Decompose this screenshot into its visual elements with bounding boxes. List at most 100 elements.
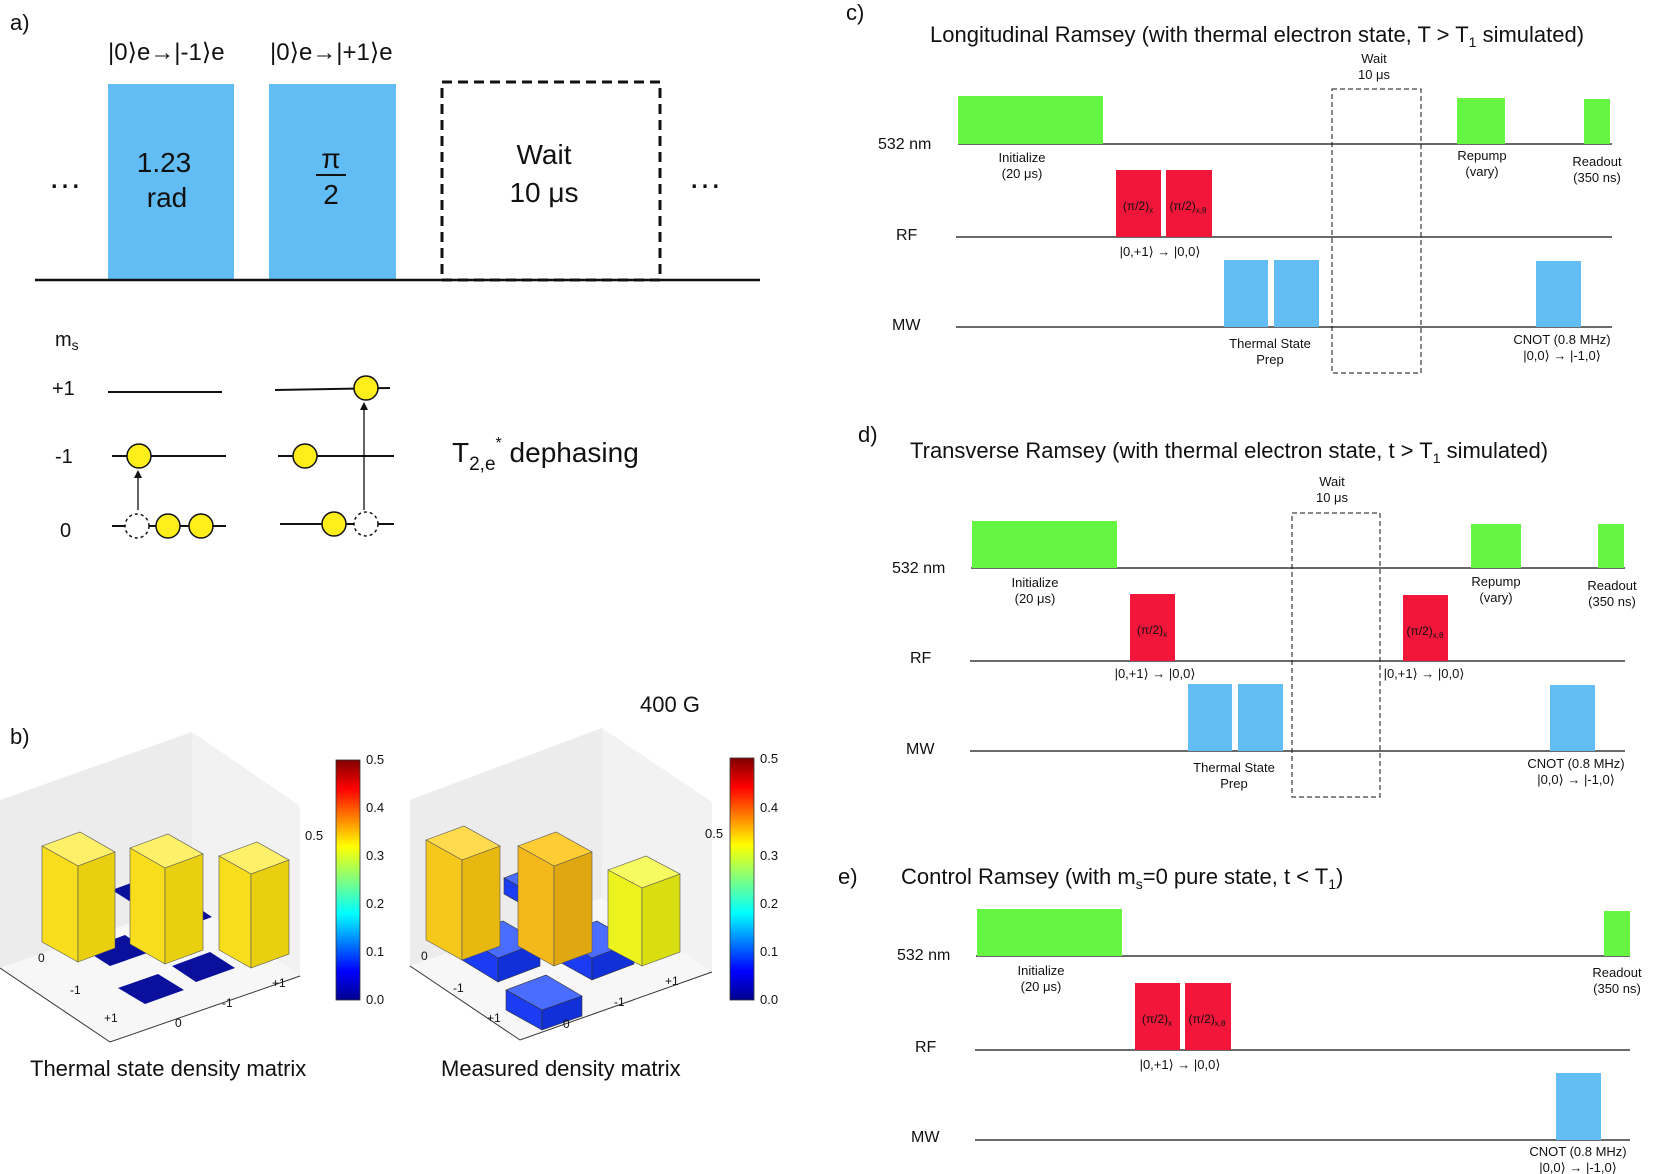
d-readout-label: Readout xyxy=(1587,578,1637,593)
c-rf-pulse-xtheta xyxy=(1166,170,1212,237)
tick-left-0: 0 xyxy=(38,951,45,965)
d-initialize-pulse xyxy=(972,521,1117,568)
d-cnot-transition: |0,0⟩ → |-1,0⟩ xyxy=(1537,772,1615,787)
population-right-0 xyxy=(321,511,347,537)
d-repump-pulse xyxy=(1471,524,1521,568)
tick-bottom-plus1: +1 xyxy=(272,976,286,990)
measured-density-plot: 0.5 0 -1 +1 0 -1 +1 xyxy=(409,728,723,1041)
cb-right-tick-1: 0.1 xyxy=(760,944,778,959)
d-row-rf: RF xyxy=(910,650,932,667)
panel-c-title: Longitudinal Ramsey (with thermal electr… xyxy=(930,22,1584,50)
e-initialize-label: Initialize xyxy=(1018,963,1065,978)
ellipsis-right: … xyxy=(688,158,722,196)
tick-bottom-minus1: -1 xyxy=(222,996,233,1010)
d-wait-box xyxy=(1291,512,1381,798)
e-row-mw: MW xyxy=(911,1129,940,1146)
level-label-plus1: +1 xyxy=(52,378,75,400)
caption-measured: Measured density matrix xyxy=(441,1056,681,1081)
colorbar-left-ramp xyxy=(335,759,361,1001)
panel-e-label: e) xyxy=(838,864,858,889)
pulse2-numerator: π xyxy=(321,143,340,174)
ms-label: ms xyxy=(55,329,79,353)
d-rf-pulse-x-label: (π/2)x xyxy=(1137,623,1167,639)
colorbar-left: 0.0 0.1 0.2 0.3 0.4 0.5 xyxy=(335,752,384,1007)
c-wait-label: Wait xyxy=(1361,51,1387,66)
d-row-mw: MW xyxy=(906,741,935,758)
d-thermal-prep-label: Thermal State xyxy=(1193,760,1275,775)
panel-e: e) Control Ramsey (with ms=0 pure state,… xyxy=(838,864,1642,1174)
tick-bottom-0: 0 xyxy=(175,1016,182,1030)
c-repump-pulse xyxy=(1457,98,1505,144)
e-readout-duration: (350 ns) xyxy=(1593,981,1641,996)
population-plus1 xyxy=(353,375,379,401)
c-readout-duration: (350 ns) xyxy=(1573,170,1621,185)
d-cnot-pulse xyxy=(1550,685,1595,751)
d-repump-note: (vary) xyxy=(1479,590,1512,605)
offdiag-tile xyxy=(172,952,235,982)
panel-a-label: a) xyxy=(10,10,30,35)
cb-right-tick-0: 0.0 xyxy=(760,992,778,1007)
c-initialize-pulse xyxy=(958,96,1103,144)
c-rf-pulse-x-label: (π/2)x xyxy=(1123,199,1153,215)
d-initialize-duration: (20 μs) xyxy=(1015,591,1056,606)
level-label-0: 0 xyxy=(60,520,71,542)
bar-blue-4 xyxy=(505,974,583,1031)
tick-left-plus1: +1 xyxy=(104,1011,118,1025)
cb-left-tick-3: 0.3 xyxy=(366,848,384,863)
panel-a: a) |0⟩e→|-1⟩e |0⟩e→|+1⟩e 1.23 rad π 2 Wa… xyxy=(10,10,760,542)
panel-c-label: c) xyxy=(846,0,864,25)
panel-d-title: Transverse Ramsey (with thermal electron… xyxy=(910,438,1548,466)
c-readout-pulse xyxy=(1584,99,1610,144)
d-rf-transition-1: |0,+1⟩ → |0,0⟩ xyxy=(1115,666,1196,681)
c-wait-duration: 10 μs xyxy=(1358,67,1391,82)
pulse1-value: 1.23 xyxy=(137,147,192,178)
d-cnot-label: CNOT (0.8 MHz) xyxy=(1527,756,1624,771)
wait-duration: 10 μs xyxy=(509,177,578,208)
cb-left-tick-4: 0.4 xyxy=(366,800,384,815)
dephasing-label: T2,e* dephasing xyxy=(452,435,639,475)
tick-right-minus1: -1 xyxy=(453,981,464,995)
empty-population-right xyxy=(353,511,379,537)
pulse1-unit: rad xyxy=(147,182,187,213)
e-cnot-pulse xyxy=(1556,1073,1601,1140)
wait-label: Wait xyxy=(517,139,572,170)
e-row-532: 532 nm xyxy=(897,947,950,964)
d-wait-duration: 10 μs xyxy=(1316,490,1349,505)
cb-left-tick-1: 0.1 xyxy=(366,944,384,959)
c-cnot-pulse xyxy=(1536,261,1581,327)
bar-measured-1-1 xyxy=(517,831,593,967)
c-initialize-label: Initialize xyxy=(999,150,1046,165)
tick-right-0: 0 xyxy=(421,949,428,963)
cb-left-tick-0: 0.0 xyxy=(366,992,384,1007)
d-wait-label: Wait xyxy=(1319,474,1345,489)
cb-right-tick-2: 0.2 xyxy=(760,896,778,911)
empty-population-left xyxy=(124,513,150,539)
z-axis-label-right: 0.5 xyxy=(705,826,723,841)
z-axis-label: 0.5 xyxy=(305,828,323,843)
bar-measured-0-0 xyxy=(425,825,501,961)
c-thermal-prep-label: Thermal State xyxy=(1229,336,1311,351)
panel-b-label: b) xyxy=(10,724,30,749)
d-rf-pulse-xtheta xyxy=(1403,595,1448,661)
d-initialize-label: Initialize xyxy=(1012,575,1059,590)
level-label-minus1: -1 xyxy=(55,446,73,468)
c-repump-note: (vary) xyxy=(1465,164,1498,179)
caption-thermal: Thermal state density matrix xyxy=(30,1056,306,1081)
e-rf-transition: |0,+1⟩ → |0,0⟩ xyxy=(1140,1057,1221,1072)
e-rf-pulse-x-label: (π/2)x xyxy=(1142,1012,1172,1028)
bar-2-2 xyxy=(218,841,290,969)
pulse2-denominator: 2 xyxy=(323,179,339,210)
bar-0-0 xyxy=(41,831,116,963)
colorbar-right: 0.0 0.1 0.2 0.3 0.4 0.5 xyxy=(729,751,778,1007)
pulse2-header: |0⟩e→|+1⟩e xyxy=(270,39,393,66)
e-cnot-label: CNOT (0.8 MHz) xyxy=(1529,1144,1626,1159)
panel-d-label: d) xyxy=(858,422,878,447)
d-thermal-prep-pulse-2 xyxy=(1238,684,1283,751)
d-thermal-prep-pulse-1 xyxy=(1188,684,1232,751)
d-rf-transition-2: |0,+1⟩ → |0,0⟩ xyxy=(1384,666,1465,681)
c-initialize-duration: (20 μs) xyxy=(1002,166,1043,181)
c-thermal-prep-pulse-1 xyxy=(1224,260,1268,327)
e-readout-label: Readout xyxy=(1592,965,1642,980)
d-readout-pulse xyxy=(1598,524,1624,568)
e-cnot-transition: |0,0⟩ → |-1,0⟩ xyxy=(1539,1160,1617,1174)
